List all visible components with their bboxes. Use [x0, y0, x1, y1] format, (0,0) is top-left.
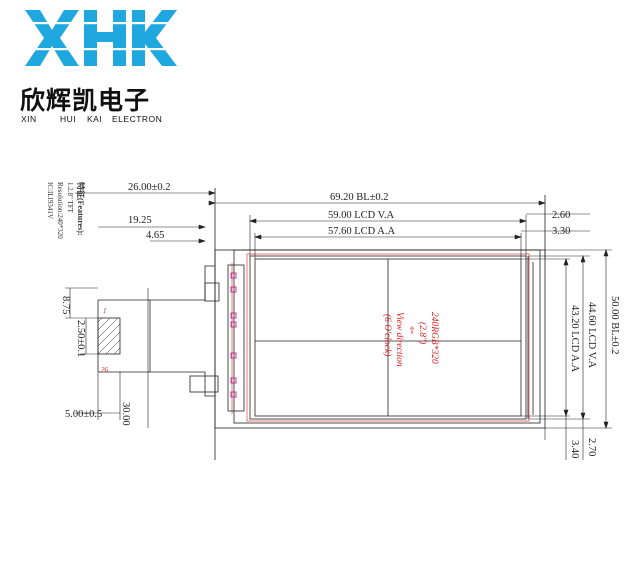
features-title: 特征(Features):: [76, 182, 86, 236]
dim-2-70: 2.70: [586, 438, 597, 456]
dim-44-60: 44.60 LCD V.A: [586, 302, 597, 369]
features-line-3: IC:ILI9341V: [46, 182, 54, 219]
brand-cn-name: 欣辉凯电子: [20, 86, 150, 115]
dim-43-20: 43.20 LCD A.A: [569, 305, 580, 373]
dim-57-60: 57.60 LCD A.A: [328, 226, 396, 237]
pin-1-label: 1: [103, 307, 107, 315]
lcd-view-area: [249, 255, 527, 420]
dim-19-25: 19.25: [128, 215, 152, 226]
panel-resolution: 240RGB*320: [429, 312, 439, 364]
view-arrow-icon: ⇦: [406, 326, 416, 334]
dim-2-50: 2.50±0.1: [75, 320, 86, 357]
fpc-pads: [230, 272, 237, 398]
features-line-2: Resolution:240*320: [56, 182, 64, 239]
dim-5-00: 5.00±0.5: [65, 409, 102, 420]
brand-en-word-4: ELECTRON: [112, 114, 162, 124]
dim-3-40: 3.40: [569, 440, 580, 458]
brand-en-word-1: XIN: [21, 114, 37, 124]
pin-26-label: 26: [101, 366, 109, 374]
dim-2-60: 2.60: [552, 210, 570, 221]
dim-69-20: 69.20 BL±0.2: [330, 192, 389, 203]
brand-logo: 欣辉凯电子 XIN HUI KAI ELECTRON: [20, 10, 185, 124]
dim-8-75: 8.75: [60, 296, 71, 314]
brand-en-word-3: KAI: [87, 114, 102, 124]
dim-4-65: 4.65: [146, 230, 164, 241]
dim-59-00: 59.00 LCD V.A: [328, 210, 395, 221]
clock-label: (6 O'clock): [382, 314, 393, 356]
backlight-outline: [214, 249, 546, 429]
view-direction-note: 240RGB*320 (2.8") ⇦ View direction (6 O'…: [382, 312, 439, 367]
features-line-1: 1.2.8" TFT: [66, 182, 74, 214]
panel-outline: [233, 249, 541, 424]
dim-26-00: 26.00±0.2: [128, 182, 171, 193]
dim-50-00: 50.00 BL±0.2: [609, 296, 620, 355]
dim-30-00: 30.00: [120, 402, 131, 426]
xhk-logo-mark: [20, 10, 185, 66]
brand-en-word-2: HUI: [60, 114, 76, 124]
dim-3-30: 3.30: [552, 226, 570, 237]
view-direction-label: View direction: [394, 312, 404, 367]
panel-size: (2.8"): [417, 322, 428, 344]
